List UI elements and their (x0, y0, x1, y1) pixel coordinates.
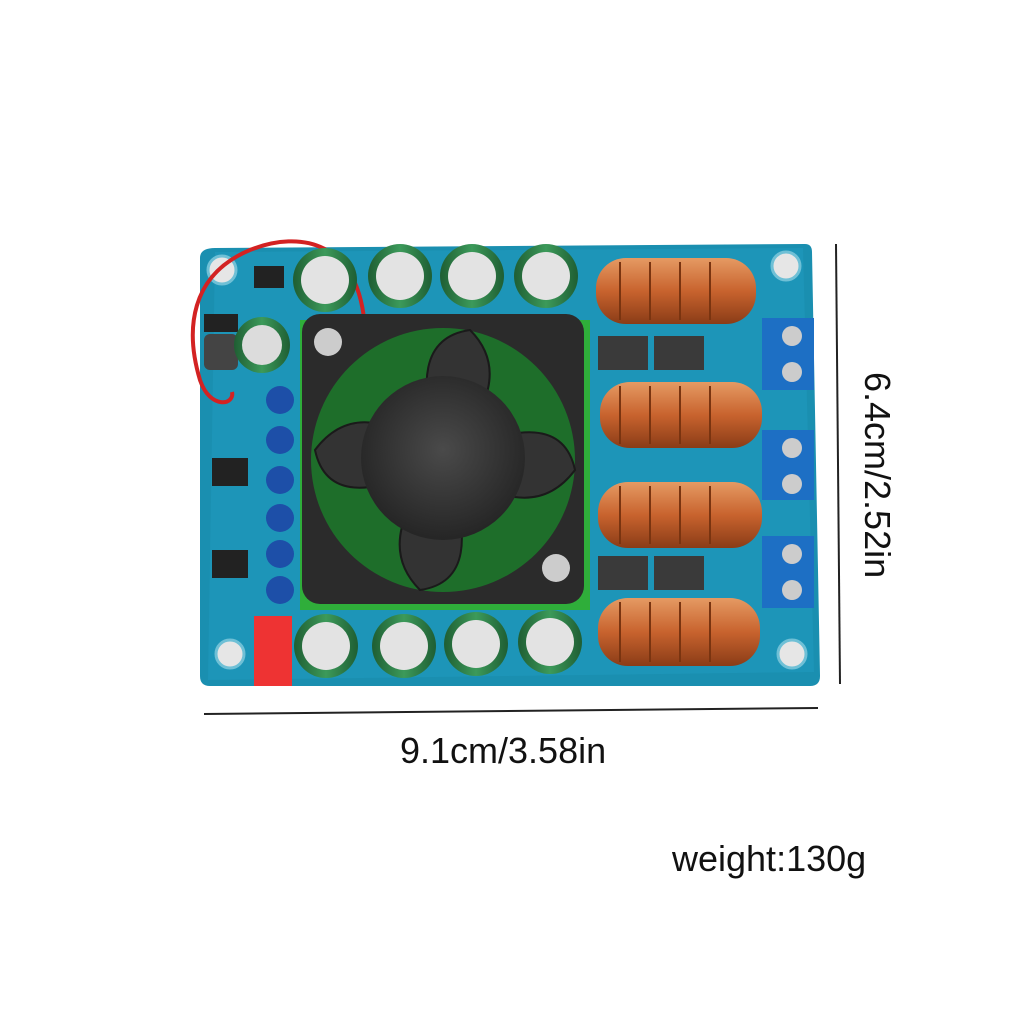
height-dimension-label: 6.4cm/2.52in (857, 372, 898, 579)
width-dimension-label: 9.1cm/3.58in (400, 730, 607, 771)
capacitors-bottom (294, 610, 582, 678)
power-connector (254, 616, 292, 686)
terminal-blocks (762, 318, 814, 608)
height-dimension-line (835, 243, 841, 685)
cooling-fan (302, 314, 584, 604)
toroid-inductors (596, 258, 762, 666)
weight-label: weight:130g (672, 838, 867, 879)
width-dimension-line (203, 707, 819, 715)
capacitors-top (293, 244, 578, 312)
smd-inductors (598, 336, 704, 590)
mounting-holes (206, 250, 808, 670)
left-components (204, 266, 294, 604)
